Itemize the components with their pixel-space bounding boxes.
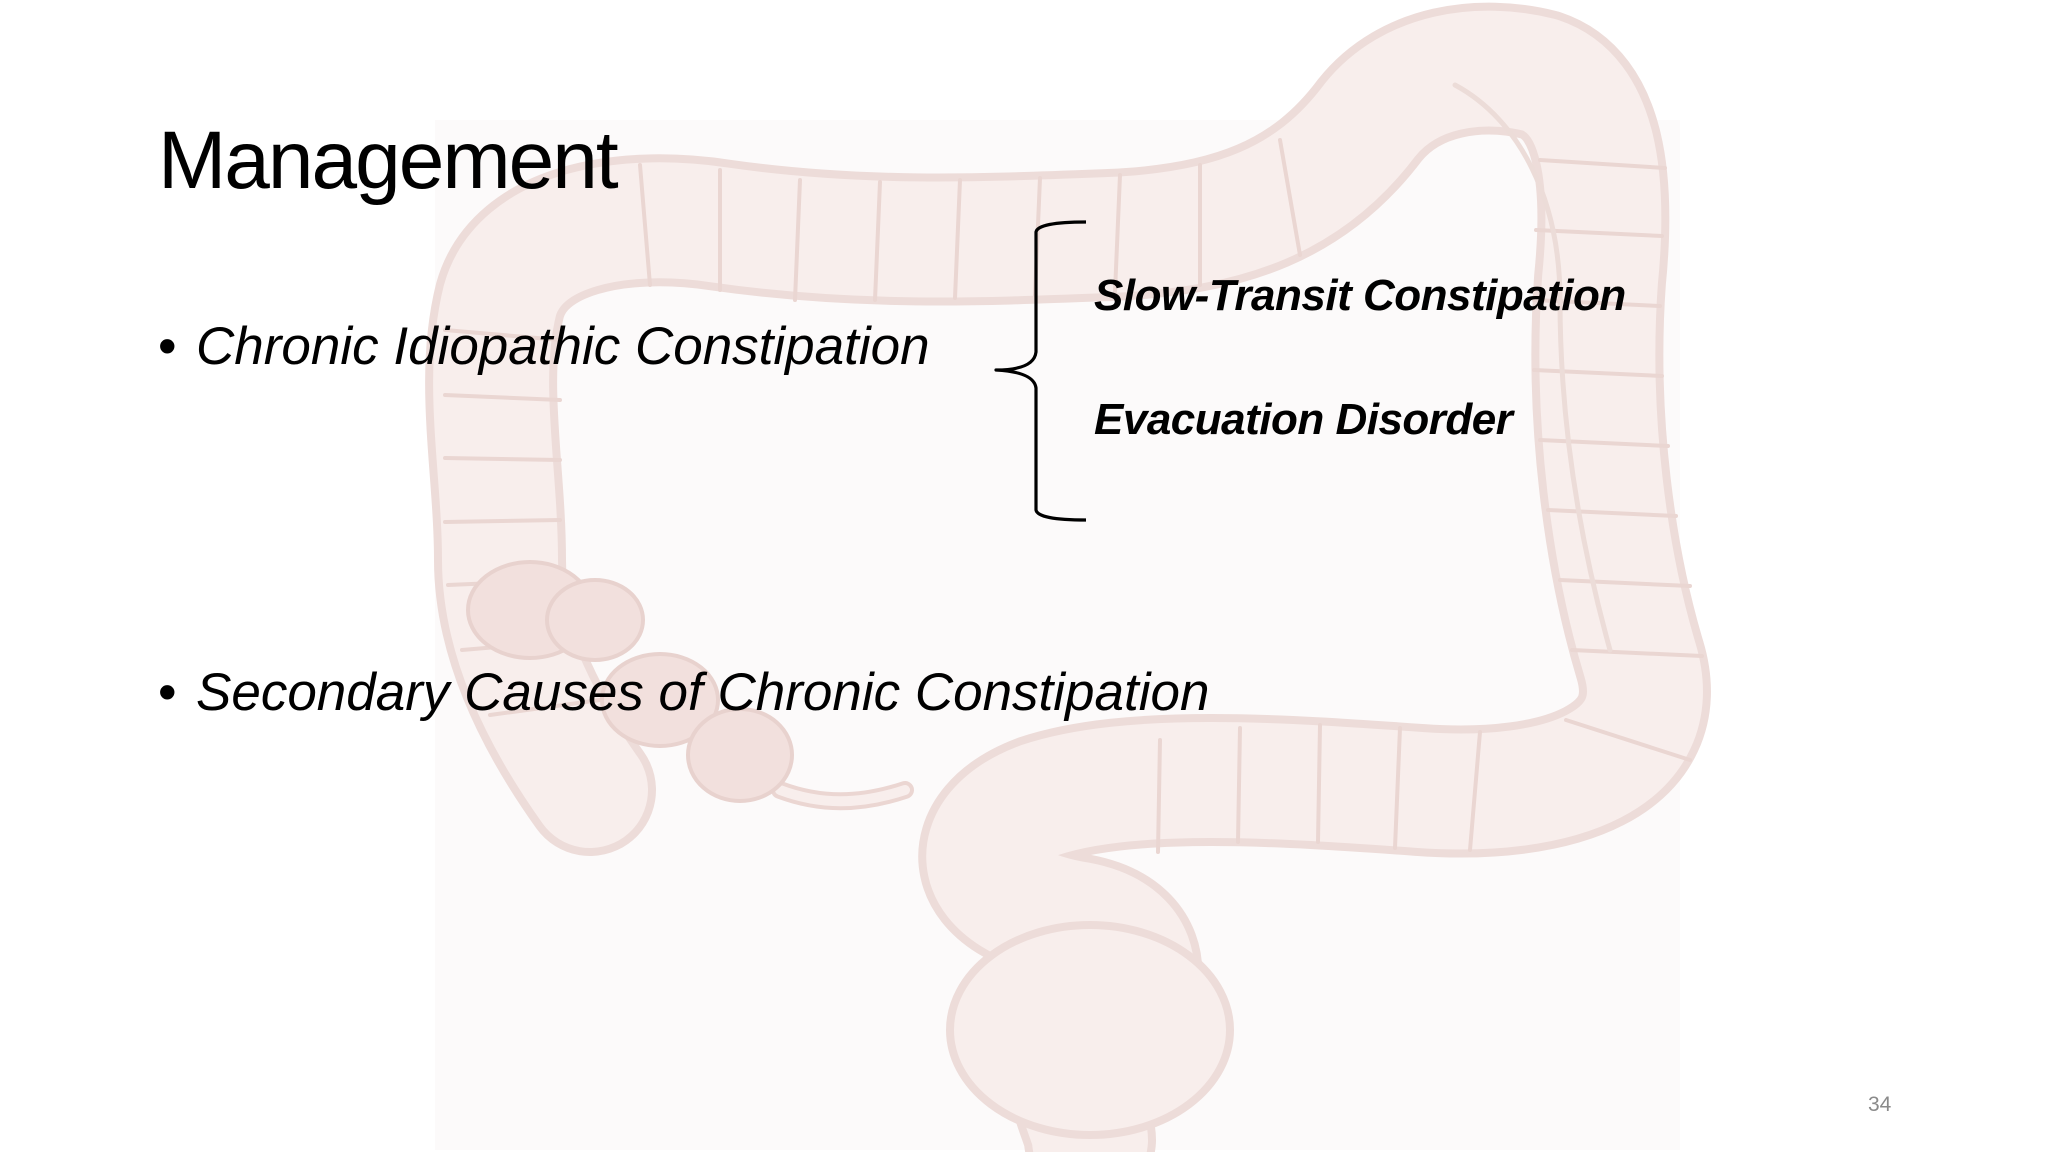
subtype-evacuation-disorder: Evacuation Disorder — [1094, 395, 1513, 444]
page-number: 34 — [1868, 1093, 1892, 1116]
bullet-marker: • — [158, 317, 177, 376]
bullet-secondary-causes: • Secondary Causes of Chronic Constipatio… — [158, 666, 1209, 719]
bullet-marker: • — [158, 663, 177, 722]
bullet-text: Chronic Idiopathic Constipation — [196, 317, 930, 376]
slide-title: Management — [158, 115, 619, 206]
bullet-text: Secondary Causes of Chronic Constipation — [196, 663, 1210, 722]
bullet-chronic-idiopathic: • Chronic Idiopathic Constipation — [158, 320, 930, 373]
curly-brace-icon — [994, 220, 1086, 522]
subtype-slow-transit: Slow-Transit Constipation — [1094, 271, 1626, 320]
